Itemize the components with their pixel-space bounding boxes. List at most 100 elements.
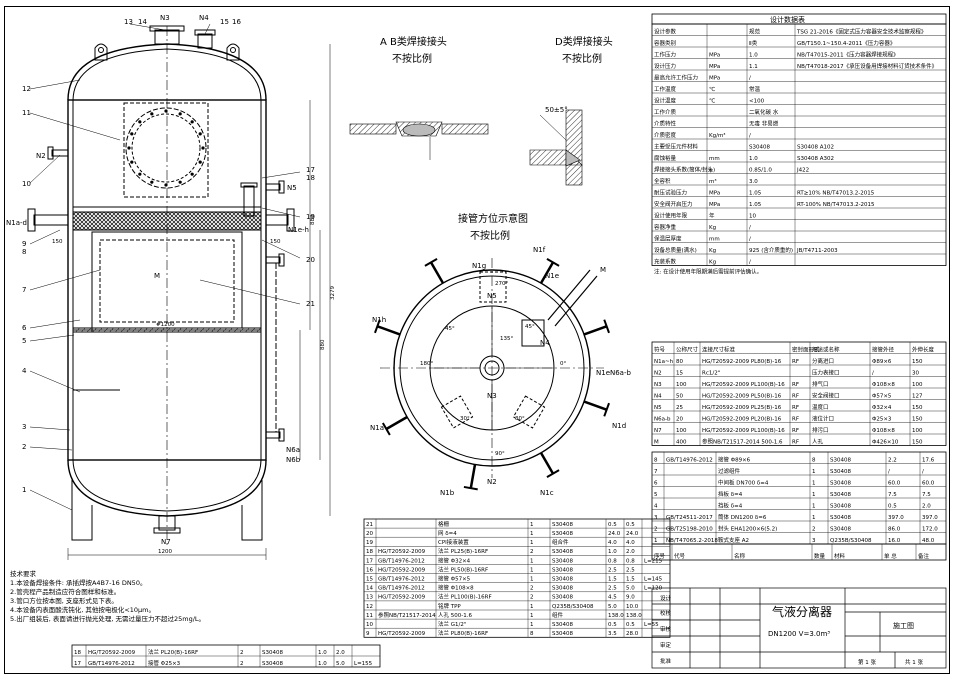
table-cell: 1 bbox=[654, 538, 658, 544]
marker-19: 19 bbox=[306, 213, 315, 221]
table-header-cell: 密封面形式 bbox=[792, 345, 820, 353]
table-cell: 13 bbox=[366, 595, 373, 601]
table-cell: 设备总质量(满水) bbox=[654, 246, 697, 254]
table-cell: 铭牌 TPP bbox=[438, 602, 461, 610]
nozzle-n3: N3 bbox=[160, 14, 170, 22]
marker-13: 13 bbox=[124, 18, 133, 26]
manhole-m-label: M bbox=[154, 272, 160, 280]
table-cell: 腐蚀裕量 bbox=[654, 154, 677, 162]
table-cell: 5.0 bbox=[336, 661, 345, 667]
table-cell: S30408 bbox=[830, 457, 851, 463]
orient-n6: N1eN6a-b bbox=[596, 369, 632, 377]
table-cell: 法兰 G1/2" bbox=[438, 620, 466, 628]
table-cell: 1.1 bbox=[749, 64, 758, 70]
table-cell: S30408 bbox=[830, 469, 851, 475]
dim-880a: 880 bbox=[320, 339, 326, 350]
table-cell: 8 bbox=[654, 457, 658, 463]
table-cell: S30408 bbox=[552, 558, 573, 564]
d-weld-angle: 50±5° bbox=[545, 106, 568, 114]
marker-4: 4 bbox=[22, 367, 27, 375]
table-cell: HG/T20592-2009 PL100(B)-16 bbox=[702, 382, 785, 388]
table-cell: 封头 EHA1200×6(5.2) bbox=[718, 524, 777, 532]
table-cell: TSG 21-2016《固定式压力容器安全技术监察规程》 bbox=[796, 27, 926, 35]
table-cell: 容器净重 bbox=[654, 223, 677, 231]
table-cell: 28.0 bbox=[626, 631, 639, 637]
table-cell: S30408 bbox=[830, 492, 851, 498]
table-cell: 人孔 500-1.6 bbox=[438, 611, 472, 619]
table-cell: 138.0 bbox=[626, 613, 642, 619]
table-cell: 参照NB/T21517-2014 500-1.6 bbox=[702, 437, 783, 445]
table-cell: 1 bbox=[812, 492, 816, 498]
table-cell: 设计温度 bbox=[654, 96, 677, 104]
note-1: 1.本设备焊接条件: 承插焊按A4B7-16 DN50。 bbox=[10, 579, 147, 587]
table-header-cell: 符号 bbox=[654, 345, 666, 353]
table-cell: 150 bbox=[912, 439, 923, 445]
dim-150b: 150 bbox=[270, 239, 281, 245]
table-header-cell: 备注 bbox=[918, 552, 930, 560]
table-cell: RF bbox=[792, 439, 799, 445]
table-cell: 组件 bbox=[552, 611, 564, 619]
table-cell: / bbox=[888, 469, 890, 475]
table-cell: 86.0 bbox=[888, 526, 901, 532]
orientation-view: 接管方位示意图 不按比例 bbox=[374, 212, 610, 491]
table-cell: RF bbox=[792, 428, 799, 434]
nozzle-n4: N4 bbox=[199, 14, 209, 22]
marker-21: 21 bbox=[306, 300, 315, 308]
table-cell: 18 bbox=[74, 650, 81, 656]
table-cell: 1 bbox=[530, 613, 534, 619]
table-cell: 参照NB/T21517-2014 bbox=[378, 611, 436, 619]
table-cell: 接管 Φ25×3 bbox=[148, 659, 181, 667]
table-cell: 1.0 bbox=[749, 52, 758, 58]
marker-20: 20 bbox=[306, 256, 315, 264]
table-cell: S30408 bbox=[552, 567, 573, 573]
table-cell: 法兰 PL20(B)-16RF bbox=[148, 648, 198, 656]
table-cell: S30408 bbox=[830, 503, 851, 509]
table-cell: N3 bbox=[654, 382, 662, 388]
orient-angle-5: 30° bbox=[515, 416, 525, 422]
table-cell: 1.0 bbox=[608, 549, 617, 555]
mesh-pad bbox=[72, 211, 262, 231]
table-cell: 2.2 bbox=[888, 457, 897, 463]
table-cell: 1 bbox=[530, 567, 534, 573]
table-cell: 鞍式支座 A2 bbox=[718, 536, 749, 544]
table-cell: 100 bbox=[676, 428, 687, 434]
table-cell: 100 bbox=[676, 382, 687, 388]
table-cell: Φ32×4 bbox=[872, 405, 892, 411]
table-cell: ℃ bbox=[709, 86, 715, 93]
table-cell: 6 bbox=[654, 480, 658, 486]
d-weld-detail: D类焊接接头 不按比例 50±5° bbox=[529, 35, 613, 186]
table-cell: 安全阀接口 bbox=[812, 391, 840, 399]
table-cell: 法兰 PL80(B)-16RF bbox=[438, 629, 488, 637]
table-cell: 10 bbox=[366, 622, 373, 628]
table-cell: 全容积 bbox=[654, 177, 671, 185]
table-cell: 1.05 bbox=[749, 190, 762, 196]
table-cell: MPa bbox=[709, 52, 720, 58]
table-cell: 分离进口 bbox=[812, 357, 834, 365]
table-cell: Q235B/S30408 bbox=[552, 604, 594, 610]
title-block bbox=[651, 587, 947, 669]
table-cell: L=55 bbox=[644, 622, 659, 628]
label-approve: 审定 bbox=[660, 641, 672, 649]
table-cell: 1 bbox=[530, 604, 534, 610]
table-cell: 压力表接口 bbox=[812, 368, 840, 376]
marker-12: 12 bbox=[22, 85, 31, 93]
table-cell: S30408 bbox=[830, 526, 851, 532]
table-cell: 格栅 bbox=[438, 520, 450, 528]
table-cell: 常温 bbox=[749, 85, 761, 93]
table-cell: 1 bbox=[812, 515, 816, 521]
note-5: 5.出厂组装后, 表面请进行抛光处理, 无需过量压力不超过25mg/L。 bbox=[10, 615, 206, 623]
table-cell: S30408 A302 bbox=[797, 156, 834, 162]
table-cell: HG/T20592-2009 PL100(B)-16 bbox=[702, 428, 785, 434]
table-cell: HG/T20592-2009 PL20(B)-16 bbox=[702, 416, 782, 422]
table-cell: 3 bbox=[812, 538, 816, 544]
marker-10: 10 bbox=[22, 180, 31, 188]
orient-n1a: N1a bbox=[370, 424, 384, 432]
orient-angle-8: 270° bbox=[495, 281, 508, 287]
table-header-cell: 代号 bbox=[674, 552, 686, 560]
table-cell: 接管 Φ32×4 bbox=[438, 556, 471, 564]
table-cell: Φ89×6 bbox=[872, 359, 892, 365]
nozzle-n2: N2 bbox=[36, 152, 46, 160]
marker-2: 2 bbox=[22, 443, 26, 451]
table-cell: 工作温度 bbox=[654, 85, 677, 93]
table-cell: CPI接液装置 bbox=[438, 538, 469, 546]
